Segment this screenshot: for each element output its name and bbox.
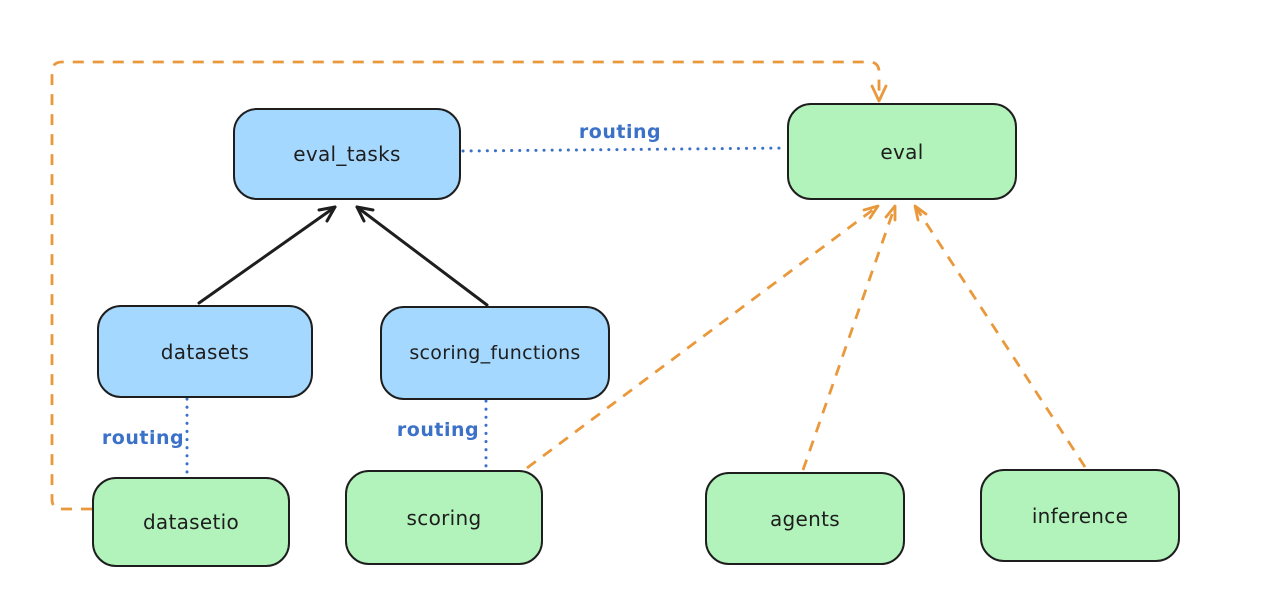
edge-label-routing-eval-tasks-eval: routing — [578, 121, 662, 143]
arrowhead-scoring-to-eval — [862, 204, 880, 220]
node-eval: eval — [787, 103, 1017, 200]
node-datasets-label: datasets — [160, 339, 250, 364]
edge-agents-to-eval — [801, 205, 897, 471]
node-datasetio: datasetio — [92, 477, 290, 567]
node-inference: inference — [980, 469, 1180, 562]
edge-inference-to-eval — [913, 205, 1087, 468]
edge-scoring-functions-to-eval-tasks — [355, 205, 489, 307]
node-eval-label: eval — [880, 139, 924, 164]
edge-scoring-to-eval — [526, 204, 879, 470]
arrowhead-datasets-to-eval-tasks — [317, 205, 337, 223]
node-eval-tasks-label: eval_tasks — [293, 142, 401, 166]
arrowhead-inference-to-eval — [913, 204, 928, 222]
node-agents: agents — [705, 472, 905, 565]
edge-label-routing-scoring-functions-scoring: routing — [396, 419, 480, 441]
node-scoring: scoring — [345, 470, 543, 565]
node-scoring-functions-label: scoring_functions — [409, 342, 581, 364]
edge-datasets-to-eval-tasks — [197, 205, 337, 305]
arrowhead-scoring-functions-to-eval-tasks — [355, 205, 375, 223]
node-scoring-functions: scoring_functions — [380, 306, 610, 400]
node-datasetio-label: datasetio — [142, 510, 240, 534]
arrowhead-agents-to-eval — [884, 204, 897, 222]
edge-routing-eval-tasks-to-eval — [461, 146, 788, 153]
node-inference-label: inference — [1031, 503, 1129, 528]
node-datasets: datasets — [97, 305, 313, 398]
node-scoring-label: scoring — [406, 505, 482, 530]
arrowhead-datasetio-to-eval — [870, 84, 888, 103]
edge-label-routing-datasets-datasetio: routing — [101, 427, 185, 449]
edge-datasetio-to-eval — [50, 60, 881, 511]
node-eval-tasks: eval_tasks — [233, 108, 461, 200]
node-agents-label: agents — [770, 506, 840, 531]
